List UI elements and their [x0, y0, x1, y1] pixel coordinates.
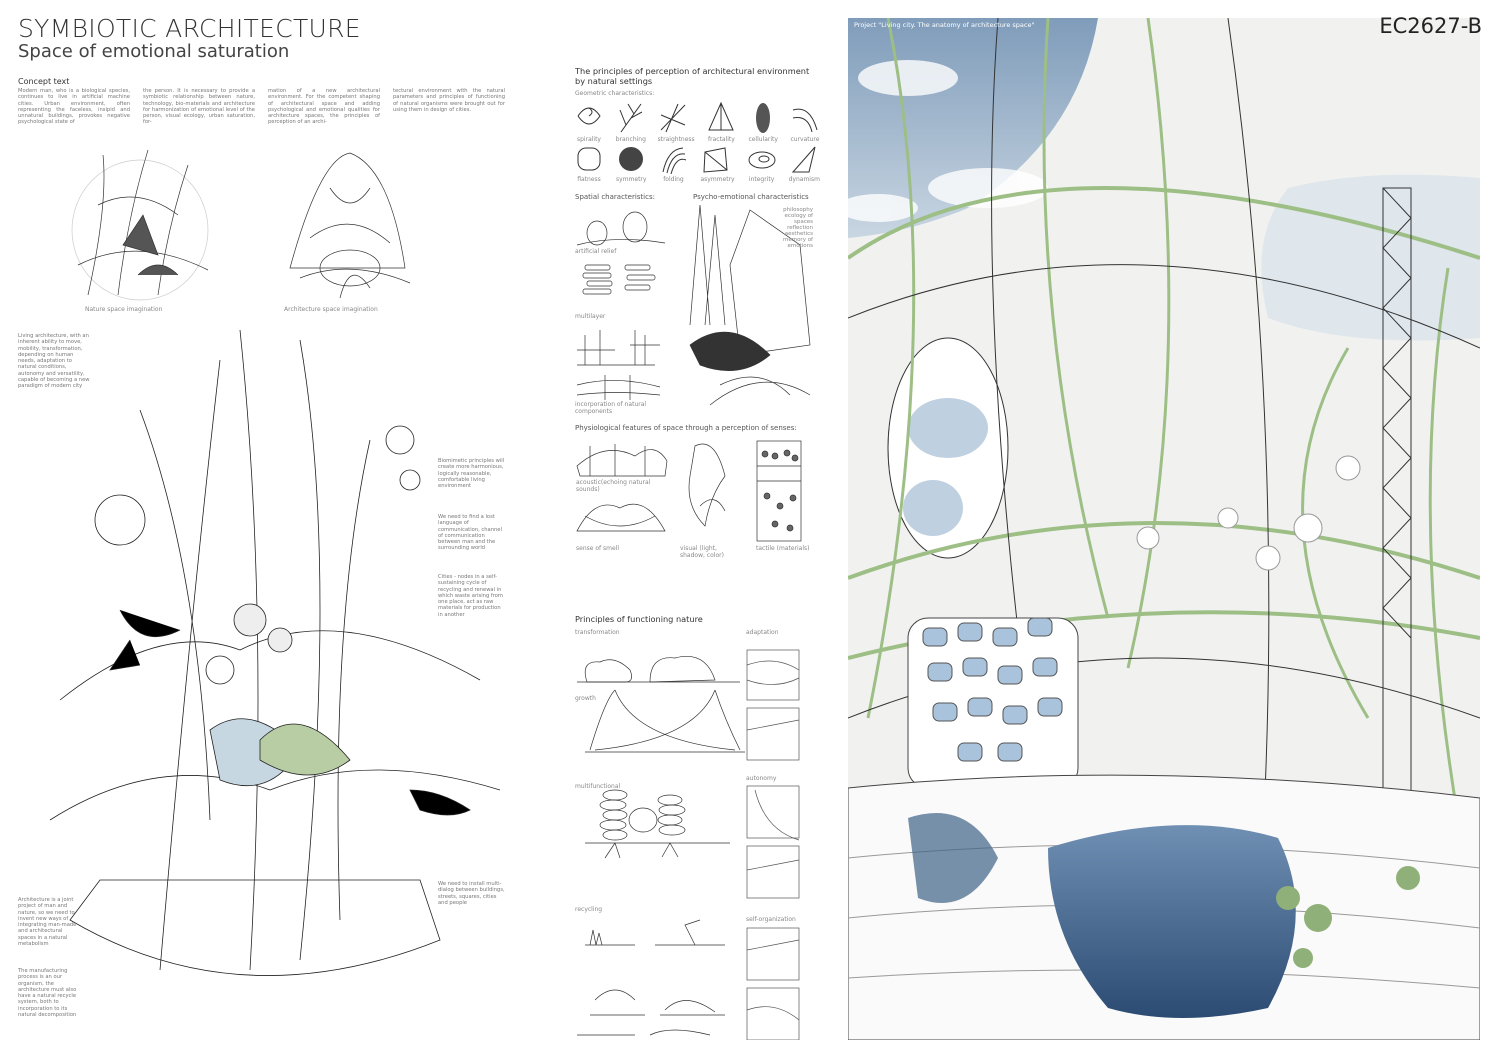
geo-label: dynamism	[788, 176, 820, 183]
concept-heading: Concept text	[18, 77, 70, 86]
nature-sketch	[71, 149, 209, 301]
geo-label: branching	[615, 136, 646, 143]
concept-col-1: Modern man, who is a biological species,…	[18, 88, 130, 126]
geometric-row-1: spirality branching straightness fractal…	[574, 100, 820, 143]
architecture-sketch	[289, 152, 411, 299]
annotation-cities: Cities - nodes in a self-sustaining cycl…	[438, 574, 503, 618]
physio-tactile: tactile (materials)	[756, 545, 810, 552]
psycho-list: philosophy ecology of spaces reflection …	[765, 207, 813, 249]
func-self-organization: self-organization	[746, 916, 796, 923]
psycho-item: philosophy	[783, 207, 813, 213]
concept-col-3: mation of a new architectural environmen…	[268, 88, 380, 126]
geo-label: integrity	[748, 176, 775, 183]
annotation-joint: Architecture is a joint project of man a…	[18, 897, 77, 948]
func-adaptation: adaptation	[746, 629, 779, 636]
render-illustration	[848, 18, 1480, 1040]
functioning-sketches	[577, 649, 800, 1040]
geometric-heading: Geometric characteristics:	[575, 90, 655, 97]
physio-sketches	[576, 440, 802, 542]
render-living-city	[848, 18, 1480, 1040]
poster-subtitle: Space of emotional saturation	[18, 41, 290, 62]
geo-label: folding	[663, 176, 684, 183]
concept-col-2: the person. It is necessary to provide a…	[143, 88, 255, 126]
func-autonomy: autonomy	[746, 775, 777, 782]
poster-title: SYMBIOTIC ARCHITECTURE	[18, 14, 361, 43]
spatial-label: incorporation of natural components	[575, 401, 647, 415]
geo-label: straightness	[657, 136, 695, 143]
spatial-label: multilayer	[575, 313, 606, 320]
func-recycling: recycling	[575, 906, 603, 913]
render-caption: Project "Living city. The anatomy of arc…	[854, 21, 1035, 29]
func-transformation: transformation	[575, 629, 620, 636]
annotation-biomimetic: Biomimetic principles will create more h…	[438, 458, 505, 490]
perception-title: The principles of perception of architec…	[575, 66, 810, 86]
annotation-language: We need to find a lost language of commu…	[438, 514, 502, 552]
nature-caption: Nature space imagination	[85, 306, 163, 313]
geo-label: symmetry	[616, 176, 647, 183]
psycho-item: reflection	[787, 225, 813, 231]
geo-label: asymmetry	[700, 176, 735, 183]
spatial-sketches	[576, 211, 666, 400]
geo-label: spirality	[577, 136, 601, 143]
physio-smell: sense of smell	[576, 545, 620, 552]
living-architecture-sketch	[49, 329, 501, 976]
geo-label: flatness	[577, 176, 601, 183]
project-code: EC2627-B	[1379, 14, 1482, 38]
geometric-row-2: flatness symmetry folding asymmetry inte…	[574, 144, 820, 183]
functioning-title: Principles of functioning nature	[575, 614, 703, 624]
psycho-emotional-sketch	[689, 205, 811, 406]
geo-label: cellularity	[748, 136, 778, 143]
spatial-heading: Spatial characteristics:	[575, 193, 655, 201]
physio-acoustic: acoustic(echoing natural sounds)	[576, 479, 651, 493]
annotation-living: Living architecture, with an inherent ab…	[18, 333, 90, 390]
geo-label: fractality	[708, 136, 735, 143]
func-multifunctional: multifunctional	[575, 783, 621, 790]
psycho-heading: Psycho-emotional characteristics	[693, 193, 809, 201]
physio-visual: visual (light, shadow, color)	[680, 545, 724, 559]
physio-heading: Physiological features of space through …	[575, 424, 797, 432]
psycho-item: memory of emotions	[782, 237, 813, 249]
concept-col-4: tectural environment with the natural pa…	[393, 88, 505, 113]
geo-label: curvature	[790, 136, 820, 143]
annotation-dialog: We need to install multi-dialog between …	[438, 881, 505, 906]
architecture-caption: Architecture space imagination	[284, 306, 378, 313]
psycho-item: aesthetics	[784, 231, 813, 237]
spatial-label: artificial relief	[575, 248, 617, 255]
func-growth: growth	[575, 695, 596, 702]
psycho-item: ecology of spaces	[784, 213, 813, 225]
annotation-manufacturing: The manufacturing process is an our orga…	[18, 968, 77, 1019]
